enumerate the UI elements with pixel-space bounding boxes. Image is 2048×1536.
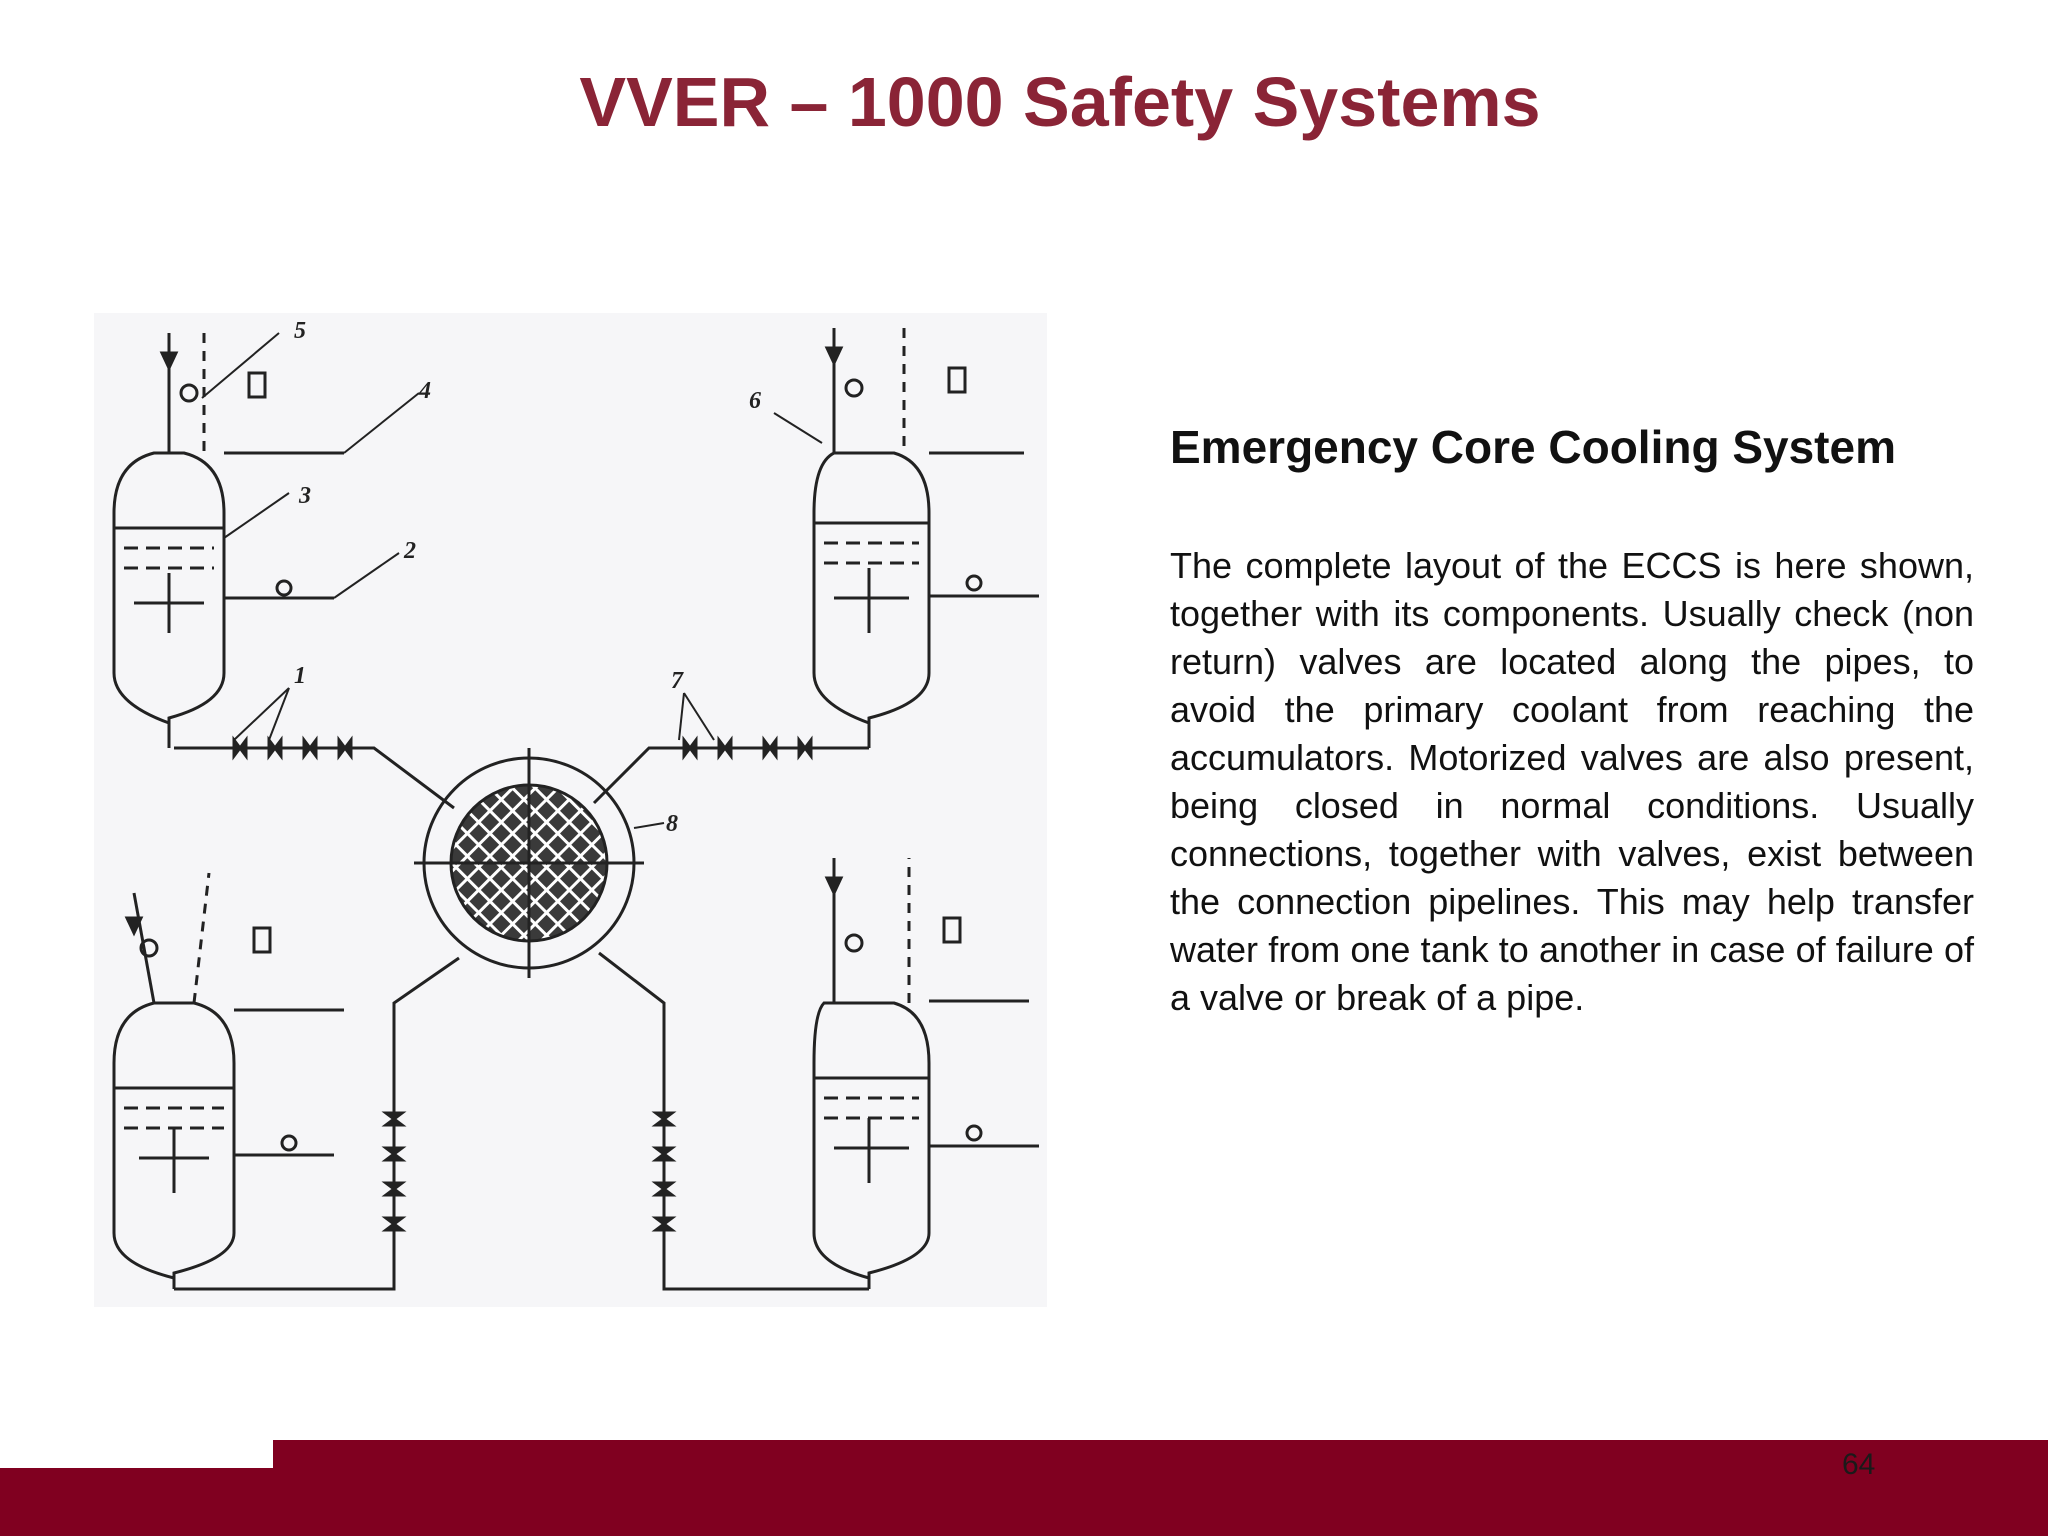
reactor-vessel [414, 748, 644, 978]
accumulator-tank-top-left [112, 333, 344, 748]
connection-pipelines [174, 746, 869, 1291]
slide-title: VVER – 1000 Safety Systems [579, 63, 1541, 141]
diagram-label-2: 2 [403, 538, 416, 564]
valves [124, 346, 844, 1232]
eccs-layout-diagram: 5 4 3 2 1 6 7 8 [94, 313, 1047, 1307]
diagram-label-7: 7 [671, 668, 684, 694]
eccs-diagram-svg: 5 4 3 2 1 6 7 8 [112, 318, 1039, 1291]
label-leaders [201, 332, 823, 829]
accumulator-tank-bottom-right [812, 858, 1039, 1289]
instrument-gauges [139, 366, 983, 1152]
footer-bar-raised [273, 1440, 2048, 1536]
diagram-label-1: 1 [294, 663, 306, 689]
diagram-label-6: 6 [749, 388, 761, 414]
page-number: 64 [1842, 1448, 1876, 1481]
accumulator-tank-bottom-left [112, 872, 344, 1289]
diagram-label-5: 5 [294, 318, 306, 344]
accumulator-tank-top-right [812, 328, 1039, 748]
body-paragraph: The complete layout of the ECCS is here … [1170, 545, 1974, 1018]
diagram-label-3: 3 [298, 483, 311, 509]
diagram-label-8: 8 [666, 811, 678, 837]
section-heading: Emergency Core Cooling System [1170, 421, 1896, 473]
diagram-label-4: 4 [418, 378, 431, 404]
